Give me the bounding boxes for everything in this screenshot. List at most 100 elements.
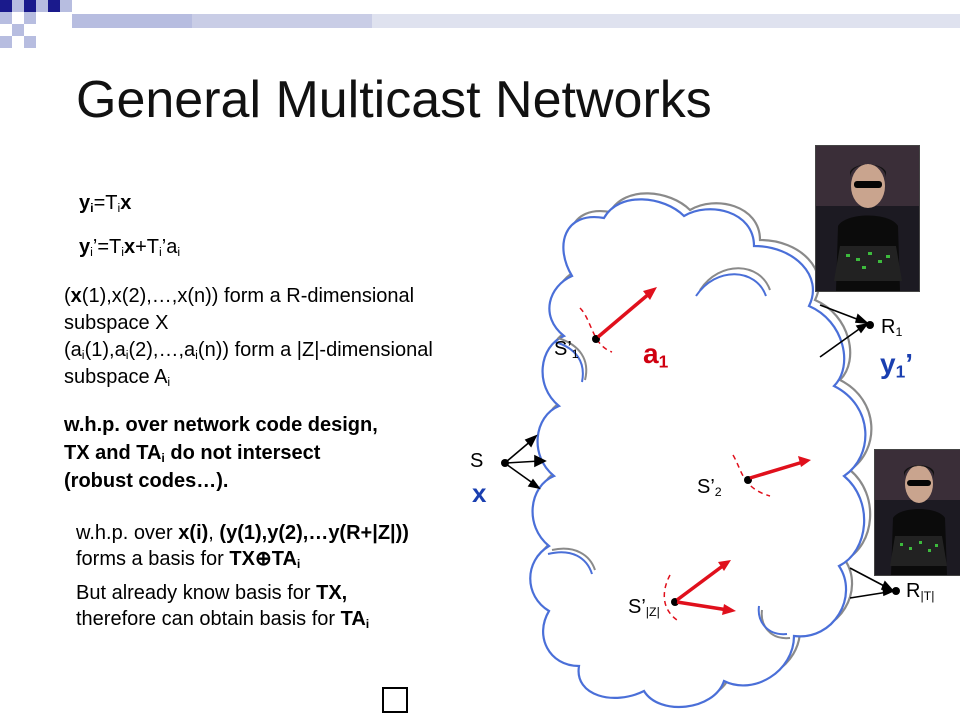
s2-dashed-arc bbox=[732, 454, 771, 497]
p1l4-sub: i bbox=[167, 375, 171, 390]
para1-line3: (ai(1),ai(2),…,ai(n)) form a |Z|-dimensi… bbox=[64, 337, 433, 364]
conclusion-paragraph: But already know basis for TX, therefore… bbox=[76, 580, 369, 632]
para3-line1: w.h.p. over x(i), (y(1),y(2),…y(R+|Z|)) bbox=[76, 520, 409, 546]
p1l3-p1: (a bbox=[64, 339, 82, 361]
para1-line1: (x(1),x(2),…,x(n)) form a R-dimensional bbox=[64, 283, 433, 310]
p1l1-x1: x bbox=[70, 285, 82, 307]
p1l1-rest: (n)) form a R-dimensional bbox=[187, 285, 415, 307]
para4-line1: But already know basis for TX, bbox=[76, 580, 369, 606]
cloud-inner-arcs bbox=[547, 267, 791, 640]
p3l2-sub: i bbox=[296, 557, 301, 572]
p3l2-op: ⊕ bbox=[254, 548, 272, 570]
p1l3-s2: i bbox=[125, 348, 129, 363]
p1l4-text: subspace A bbox=[64, 366, 168, 388]
source-edges bbox=[505, 434, 547, 490]
page-title: General Multicast Networks bbox=[76, 71, 712, 129]
eq1-eq: =T bbox=[93, 192, 118, 214]
s1-label: S’1 bbox=[554, 336, 579, 362]
rt-text: R bbox=[906, 580, 921, 602]
p1l3-p3: (2),…,a bbox=[128, 339, 196, 361]
s2-adversary bbox=[732, 454, 811, 497]
para1-line2: subspace X bbox=[64, 312, 169, 334]
sz-label: S’|Z| bbox=[628, 594, 660, 620]
p3l1-b1: x(i) bbox=[178, 522, 209, 544]
s2-text: S’ bbox=[697, 476, 715, 498]
subspace-paragraph: (x(1),x(2),…,x(n)) form a R-dimensional … bbox=[64, 283, 433, 391]
p4l1-p1: But already know basis for bbox=[76, 582, 317, 604]
p2l2-text: TX and TA bbox=[64, 442, 162, 464]
r1-label: R1 bbox=[881, 314, 902, 340]
equation-yi-prime: yi’=Tix+Ti’ai bbox=[79, 234, 180, 260]
eavesdropper-photo-bottom bbox=[874, 449, 960, 576]
eq1-sub1: i bbox=[90, 201, 94, 216]
para2-line1: w.h.p. over network code design, bbox=[64, 414, 378, 436]
cloud-outline bbox=[529, 198, 867, 709]
p4l2-sub: i bbox=[365, 617, 370, 632]
sz-sub: |Z| bbox=[645, 605, 660, 620]
para4-line2: therefore can obtain basis for TAi bbox=[76, 606, 369, 632]
a1-text: a bbox=[643, 338, 659, 369]
y1-prime: ’ bbox=[905, 348, 914, 379]
eq1-sub2: i bbox=[117, 201, 121, 216]
r1-node bbox=[866, 321, 874, 329]
s1-sub: 1 bbox=[571, 347, 579, 362]
header-bar bbox=[72, 14, 960, 28]
eq2-sub3: i bbox=[159, 245, 162, 260]
eavesdropper-photo-top bbox=[815, 145, 920, 292]
eq2-y: y bbox=[79, 236, 91, 258]
sz-adversary bbox=[663, 560, 736, 623]
p1l1-mid2: (2),…, bbox=[121, 285, 178, 307]
eq2-p1: ’=T bbox=[92, 236, 122, 258]
equation-yi: yi=Tix bbox=[79, 190, 131, 216]
s1-dashed-arc bbox=[579, 307, 613, 353]
eq2-sub4: i bbox=[177, 245, 181, 260]
p3l1-p1: w.h.p. over bbox=[76, 522, 179, 544]
rt-edges bbox=[849, 567, 896, 599]
p4l1-b1: TX, bbox=[316, 582, 348, 604]
p3l2-p1: forms a basis for bbox=[76, 548, 230, 570]
a1-sub: 1 bbox=[658, 351, 669, 372]
p1l3-s1: i bbox=[81, 348, 85, 363]
s2-sub: 2 bbox=[714, 485, 722, 500]
sz-dashed-arc bbox=[663, 574, 681, 623]
eq1-x: x bbox=[120, 192, 132, 214]
p1l3-p2: (1),a bbox=[84, 339, 126, 361]
p2l2-sub: i bbox=[161, 451, 165, 466]
eq2-sub2: i bbox=[121, 245, 124, 260]
p2l2-rest: do not intersect bbox=[164, 442, 321, 464]
empty-box bbox=[382, 687, 408, 713]
eq2-p3: ’a bbox=[161, 236, 178, 258]
eq1-y: y bbox=[79, 192, 91, 214]
para2-line2: TX and TAi do not intersect bbox=[64, 439, 378, 467]
para2-line3: (robust codes…). bbox=[64, 470, 229, 492]
s2-label: S’2 bbox=[697, 474, 722, 500]
p3l2-b2: TA bbox=[271, 548, 297, 570]
rt-label: R|T| bbox=[906, 578, 934, 604]
s1-adversary bbox=[579, 287, 657, 353]
p1l1-open: ( bbox=[64, 285, 71, 307]
para3-line2: forms a basis for TX⊕TAi bbox=[76, 546, 409, 572]
network-cloud bbox=[529, 192, 873, 709]
r1-text: R bbox=[881, 316, 896, 338]
p1l1-x3: x bbox=[177, 285, 188, 307]
source-node bbox=[501, 459, 509, 467]
corner-decoration bbox=[0, 0, 72, 48]
a1-label: a1 bbox=[643, 338, 668, 370]
source-symbol: x bbox=[472, 478, 487, 508]
eq2-x: x bbox=[124, 236, 136, 258]
eavesdropper-figure-icon-2 bbox=[875, 450, 960, 575]
p3l2-b1: TX bbox=[229, 548, 255, 570]
p1l3-p4: (n)) form a |Z|-dimensional bbox=[197, 339, 433, 361]
r1-sub: 1 bbox=[895, 325, 903, 340]
eq2-p2: +T bbox=[135, 236, 160, 258]
sz-text: S’ bbox=[628, 596, 646, 618]
eavesdropper-figure-icon bbox=[816, 146, 919, 291]
p4l2-b1: TA bbox=[340, 608, 366, 630]
y1-text: y bbox=[880, 348, 896, 379]
p3l1-b2: (y(1),y(2),…y(R+|Z|)) bbox=[219, 522, 409, 544]
rt-node bbox=[892, 587, 900, 595]
p1l3-s3: i bbox=[195, 348, 198, 363]
para1-line4: subspace Ai bbox=[64, 364, 433, 391]
y1-label: y1’ bbox=[880, 348, 913, 380]
